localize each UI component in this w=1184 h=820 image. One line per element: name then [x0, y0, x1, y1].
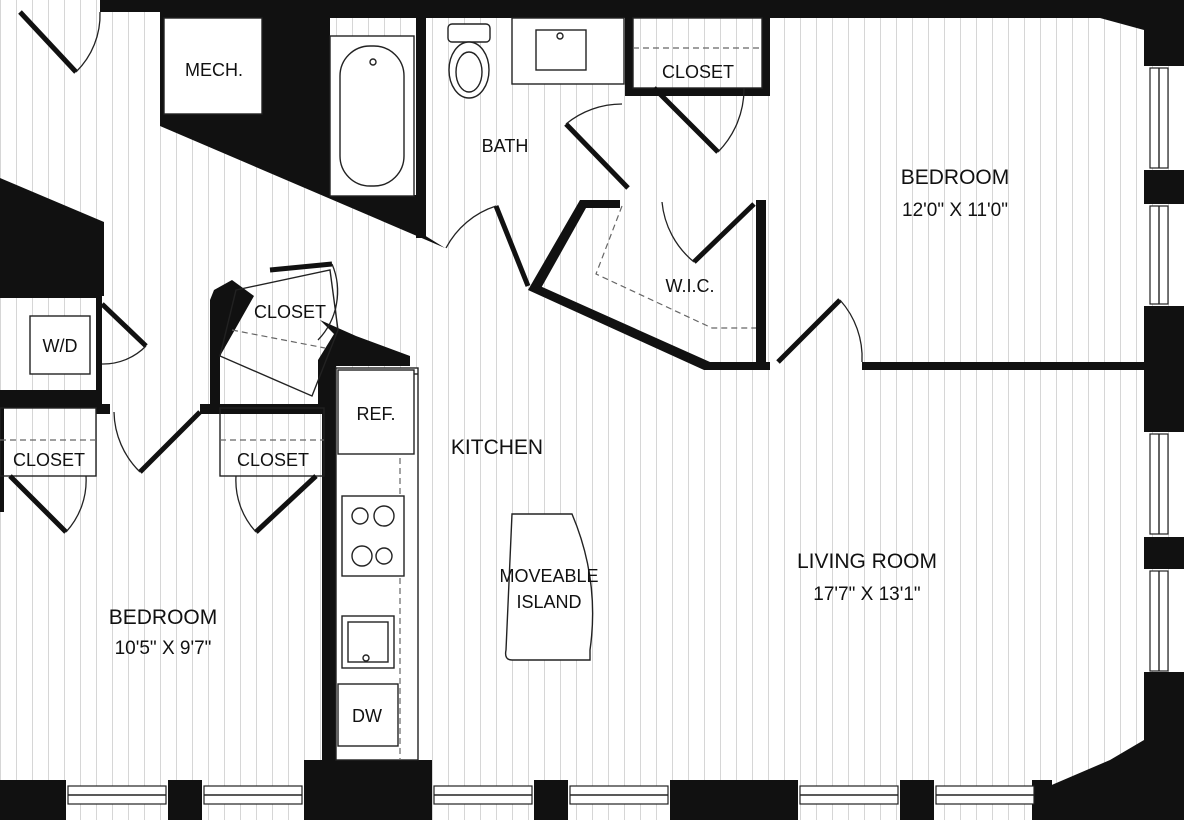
labels: MECH. BATH CLOSET BEDROOM 12'0" X 11'0" … — [13, 60, 1009, 726]
kitchen-fixtures — [335, 367, 594, 761]
closet-top-label: CLOSET — [662, 62, 734, 82]
bedroom-left-label: BEDROOM — [109, 606, 218, 629]
closet-left-label: CLOSET — [13, 450, 85, 470]
living-room-label: LIVING ROOM — [797, 550, 937, 573]
island-label-line1: MOVEABLE — [499, 566, 598, 586]
refrigerator — [337, 369, 415, 455]
doors — [8, 10, 863, 534]
toilet-tank — [447, 23, 491, 43]
closet-center-label: CLOSET — [237, 450, 309, 470]
bath-label: BATH — [482, 136, 529, 156]
range — [341, 495, 405, 577]
dishwasher-box — [337, 683, 399, 747]
mech-label: MECH. — [185, 60, 243, 80]
dw-label: DW — [352, 706, 382, 726]
wic-label: W.I.C. — [666, 276, 715, 296]
bedroom-left-size: 10'5" X 9'7" — [115, 638, 212, 659]
windows — [67, 67, 1169, 805]
bedroom-right-size: 12'0" X 11'0" — [902, 200, 1008, 221]
bath-fixtures — [329, 17, 625, 197]
kitchen-label: KITCHEN — [451, 436, 543, 459]
bedroom-right-label: BEDROOM — [901, 166, 1010, 189]
living-room-size: 17'7" X 13'1" — [813, 584, 920, 605]
closet-outlines — [0, 17, 763, 477]
moveable-island — [504, 513, 594, 661]
ref-label: REF. — [356, 404, 395, 424]
closet-angled-label: CLOSET — [254, 302, 326, 322]
island-label-line2: ISLAND — [516, 592, 581, 612]
wd-label: W/D — [43, 336, 78, 356]
